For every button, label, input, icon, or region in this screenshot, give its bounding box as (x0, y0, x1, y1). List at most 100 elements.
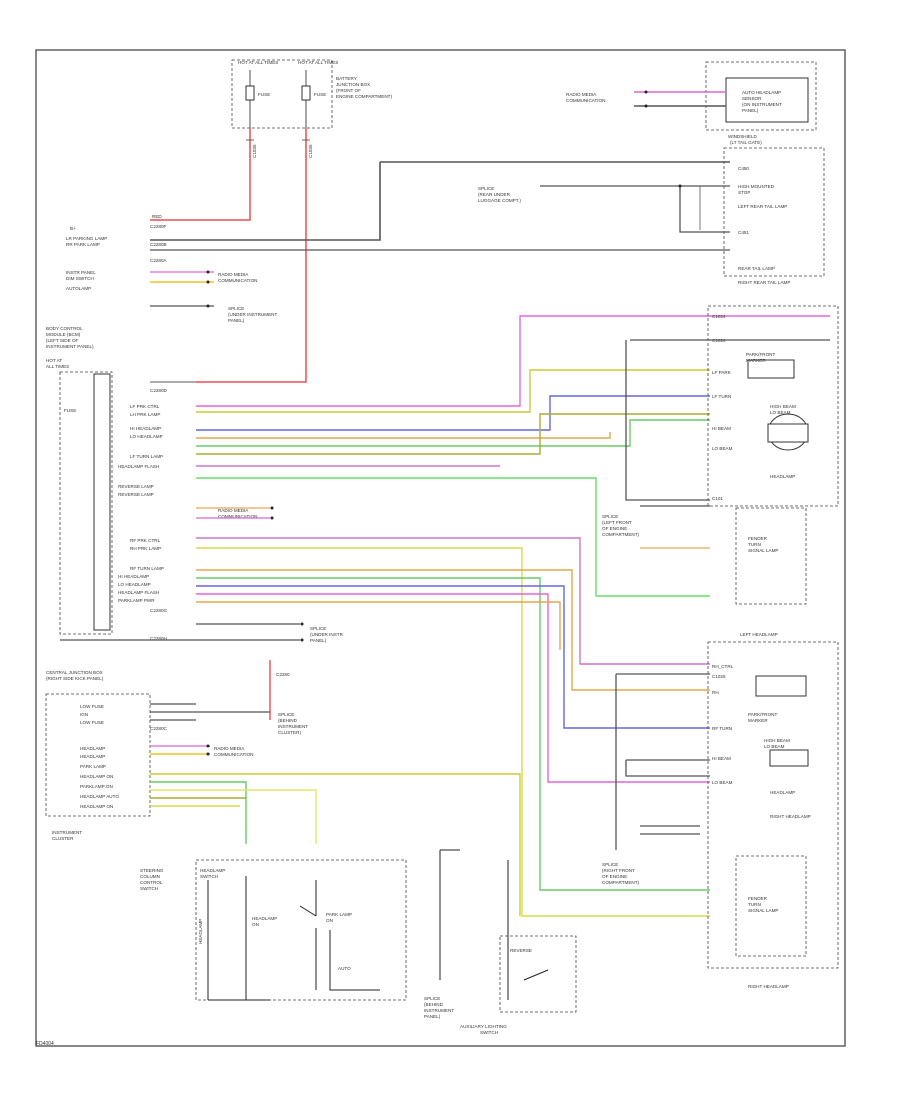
svg-text:B+: B+ (70, 226, 76, 231)
svg-text:FUSE: FUSE (314, 92, 326, 97)
svg-text:INSTRUMENT PANEL): INSTRUMENT PANEL) (46, 344, 94, 349)
svg-text:RED: RED (152, 214, 162, 219)
svg-text:HEADLAMP: HEADLAMP (770, 790, 795, 795)
svg-text:FUSE: FUSE (64, 408, 76, 413)
svg-text:RADIO MEDIA: RADIO MEDIA (218, 508, 249, 513)
svg-text:TURN: TURN (748, 902, 761, 907)
svg-text:SIGNAL LAMP: SIGNAL LAMP (748, 548, 778, 553)
svg-text:HEADLAMP: HEADLAMP (198, 919, 203, 944)
left-front-lamps: PARK/FRONT MARKER HIGH BEAM LO BEAM HEAD… (602, 305, 839, 637)
svg-text:CENTRAL JUNCTION BOX: CENTRAL JUNCTION BOX (46, 670, 103, 675)
svg-text:CLUSTER: CLUSTER (52, 836, 74, 841)
svg-text:(UNDER INSTR: (UNDER INSTR (310, 632, 344, 637)
diagram-frame (35, 49, 846, 1047)
svg-text:RF TURN LAMP: RF TURN LAMP (130, 566, 164, 571)
wire-red-feed-1 (150, 128, 251, 221)
svg-text:SPLICE: SPLICE (424, 996, 440, 1001)
svg-text:HEADLAMP: HEADLAMP (200, 868, 225, 873)
svg-text:RH: RH (712, 690, 719, 695)
svg-text:C1025: C1025 (712, 674, 726, 679)
svg-text:(UNDER INSTRUMENT: (UNDER INSTRUMENT (228, 312, 277, 317)
svg-text:LO HEADLAMP: LO HEADLAMP (130, 434, 163, 439)
svg-text:COMMUNICATION: COMMUNICATION (218, 278, 257, 283)
svg-text:SENSOR: SENSOR (742, 96, 762, 101)
diagram-code: FD4004 (36, 1041, 54, 1047)
svg-text:WINDSHIELD: WINDSHIELD (728, 134, 758, 139)
svg-text:(ON INSTRUMENT: (ON INSTRUMENT (742, 102, 782, 107)
svg-text:TURN: TURN (748, 542, 761, 547)
svg-text:AUTOLAMP: AUTOLAMP (66, 286, 91, 291)
svg-text:SWITCH: SWITCH (140, 886, 158, 891)
svg-text:RR PARK LAMP: RR PARK LAMP (66, 242, 100, 247)
rear-tail-lamps: SPLICE (REAR UNDER LUGGAGE COMPT.) C450 … (150, 140, 825, 285)
svg-text:HI HEADLAMP: HI HEADLAMP (130, 426, 161, 431)
svg-text:FENDER: FENDER (748, 536, 768, 541)
svg-text:HOT AT ALL TIMES: HOT AT ALL TIMES (238, 60, 278, 65)
svg-text:ON: ON (252, 922, 259, 927)
svg-text:CLUSTER): CLUSTER) (278, 730, 301, 735)
svg-text:LR PARKING LAMP: LR PARKING LAMP (66, 236, 107, 241)
svg-text:HEADLAMP: HEADLAMP (252, 916, 277, 921)
svg-text:RIGHT REAR TAIL LAMP: RIGHT REAR TAIL LAMP (738, 280, 790, 285)
auto-headlamp-sensor: AUTO HEADLAMP SENSOR (ON INSTRUMENT PANE… (566, 61, 817, 139)
svg-text:STEERING: STEERING (140, 868, 164, 873)
svg-text:INSTRUMENT: INSTRUMENT (52, 830, 82, 835)
svg-text:LOW FUSE: LOW FUSE (80, 720, 104, 725)
svg-text:C2280A: C2280A (150, 258, 168, 263)
svg-text:SWITCH: SWITCH (480, 1030, 498, 1035)
svg-text:RF TURN: RF TURN (712, 726, 732, 731)
headlamp-switch: HEADLAMP SWITCH STEERING COLUMN CONTROL … (140, 859, 407, 1001)
svg-text:C1024: C1024 (712, 314, 726, 319)
svg-text:PARK LAMP: PARK LAMP (326, 912, 352, 917)
svg-text:HEADLAMP FLASH: HEADLAMP FLASH (118, 464, 159, 469)
svg-text:REAR TAIL LAMP: REAR TAIL LAMP (738, 266, 775, 271)
bcm-upper-connectors: B+ RED C2280F LR PARKING LAMP RR PARK LA… (46, 214, 277, 349)
svg-text:HI BEAM: HI BEAM (712, 756, 731, 761)
svg-text:LOW FUSE: LOW FUSE (80, 704, 104, 709)
svg-text:SPLICE: SPLICE (278, 712, 294, 717)
svg-text:FENDER: FENDER (748, 896, 768, 901)
svg-text:BODY CONTROL: BODY CONTROL (46, 326, 83, 331)
svg-text:MARKER: MARKER (746, 358, 766, 363)
svg-text:HOT AT ALL TIMES: HOT AT ALL TIMES (298, 60, 338, 65)
svg-text:LEFT HEADLAMP: LEFT HEADLAMP (740, 632, 778, 637)
svg-text:DIM SWITCH: DIM SWITCH (66, 276, 94, 281)
svg-text:OF ENGINE: OF ENGINE (602, 874, 627, 879)
svg-text:C451: C451 (738, 230, 749, 235)
svg-text:(LEFT FRONT: (LEFT FRONT (602, 520, 632, 525)
svg-text:HIGH BEAM: HIGH BEAM (770, 404, 796, 409)
svg-text:HEADLAMP: HEADLAMP (770, 474, 795, 479)
svg-text:(REAR UNDER: (REAR UNDER (478, 192, 511, 197)
svg-text:LF TURN: LF TURN (712, 394, 731, 399)
svg-text:PANEL): PANEL) (228, 318, 245, 323)
svg-text:LO BEAM: LO BEAM (712, 446, 733, 451)
svg-text:LO BEAM: LO BEAM (712, 780, 733, 785)
svg-text:FUSE: FUSE (258, 92, 270, 97)
svg-text:C1035: C1035 (252, 144, 257, 158)
svg-text:HIGH MOUNTED: HIGH MOUNTED (738, 184, 775, 189)
svg-text:SIGNAL LAMP: SIGNAL LAMP (748, 908, 778, 913)
svg-text:C2280C: C2280C (150, 726, 168, 731)
svg-text:C2280H: C2280H (150, 636, 167, 641)
svg-text:(LEFT SIDE OF: (LEFT SIDE OF (46, 338, 79, 343)
svg-text:RH_CTRL: RH_CTRL (712, 664, 734, 669)
svg-text:PANEL): PANEL) (424, 1014, 441, 1019)
svg-text:OF ENGINE: OF ENGINE (602, 526, 627, 531)
svg-text:REVERSE: REVERSE (510, 948, 532, 953)
svg-text:HI BEAM: HI BEAM (712, 426, 731, 431)
svg-text:PANEL): PANEL) (310, 638, 327, 643)
svg-text:INSTRUMENT: INSTRUMENT (278, 724, 308, 729)
reverse-switch: SPLICE (BEHIND INSTRUMENT PANEL) REVERSE… (424, 849, 577, 1035)
svg-text:HEADLAMP FLASH: HEADLAMP FLASH (118, 590, 159, 595)
svg-text:MODULE (BCM): MODULE (BCM) (46, 332, 81, 337)
svg-text:PARK/FRONT: PARK/FRONT (748, 712, 777, 717)
svg-text:C2280: C2280 (276, 672, 290, 677)
svg-text:HEADLAMP ON: HEADLAMP ON (80, 804, 113, 809)
svg-text:CONTROL: CONTROL (140, 880, 163, 885)
svg-text:SPLICE: SPLICE (310, 626, 326, 631)
svg-text:HI HEADLAMP: HI HEADLAMP (118, 574, 149, 579)
switch-wires (150, 773, 521, 916)
svg-text:ON: ON (326, 918, 333, 923)
svg-text:HEADLAMP: HEADLAMP (80, 746, 105, 751)
svg-text:HIGH BEAM: HIGH BEAM (764, 738, 790, 743)
